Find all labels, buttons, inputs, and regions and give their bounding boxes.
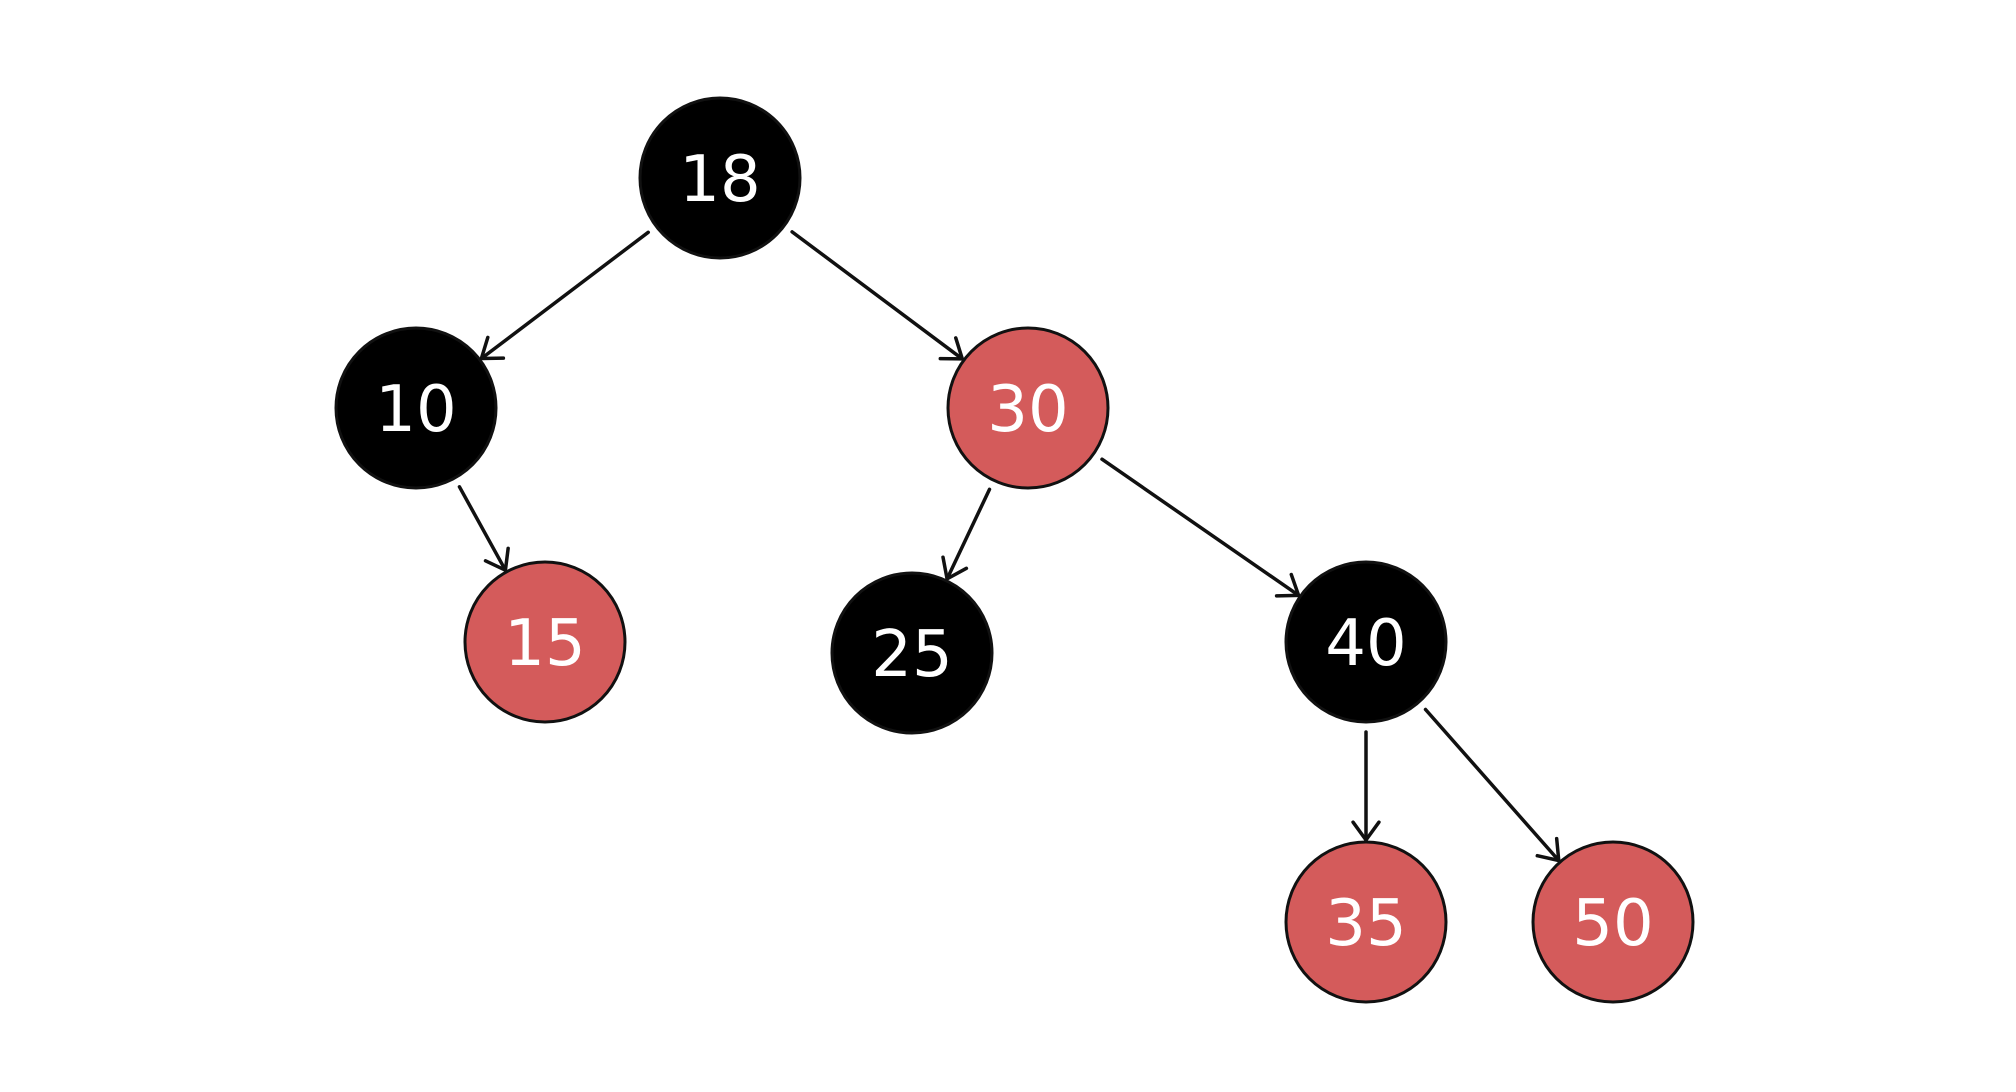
node-label: 10 (375, 373, 456, 447)
red-node-circle (1284, 840, 1448, 1004)
edge-line (945, 487, 992, 581)
red-node-circle (463, 560, 627, 724)
tree-node-18: 18 (638, 96, 802, 260)
edges-layer (457, 230, 1561, 863)
arrow-head-icon (1351, 820, 1381, 842)
tree-node-50: 50 (1531, 840, 1695, 1004)
arrow-head-icon (1535, 836, 1561, 863)
edge-line (1100, 457, 1301, 598)
edge-n40-n50 (1423, 707, 1561, 863)
tree-node-25: 25 (830, 571, 994, 735)
tree-node-35: 35 (1284, 840, 1448, 1004)
edge-line (790, 230, 965, 361)
tree-node-40: 40 (1284, 560, 1448, 724)
nodes-layer: 18 10 30 15 25 40 35 50 (334, 96, 1695, 1004)
edge-n10-n15 (457, 485, 510, 572)
node-label: 40 (1325, 607, 1406, 681)
tree-node-10: 10 (334, 326, 498, 490)
edge-n30-n40 (1100, 457, 1301, 598)
arrow-head-icon (483, 546, 510, 572)
node-label: 30 (987, 373, 1068, 447)
tree-node-15: 15 (463, 560, 627, 724)
red-node-circle (946, 326, 1110, 490)
edge-n18-n10 (479, 230, 650, 361)
tree-node-30: 30 (946, 326, 1110, 490)
arrow-head-icon (479, 335, 506, 361)
red-node-circle (1531, 840, 1695, 1004)
edge-line (479, 230, 650, 361)
edge-line (1423, 707, 1561, 863)
node-label: 18 (679, 143, 760, 217)
arrow-head-icon (1274, 572, 1301, 598)
edge-line (457, 485, 508, 572)
black-node-circle (334, 326, 498, 490)
arrow-head-icon (938, 336, 965, 361)
black-node-circle (830, 571, 994, 735)
black-node-circle (1284, 560, 1448, 724)
node-label: 25 (871, 618, 952, 692)
node-label: 15 (504, 607, 585, 681)
arrow-head-icon (941, 555, 969, 581)
edge-n18-n30 (790, 230, 965, 361)
edge-n40-n35 (1351, 730, 1381, 842)
edge-n30-n25 (941, 487, 992, 581)
node-label: 50 (1572, 887, 1653, 961)
node-label: 35 (1325, 887, 1406, 961)
black-node-circle (638, 96, 802, 260)
